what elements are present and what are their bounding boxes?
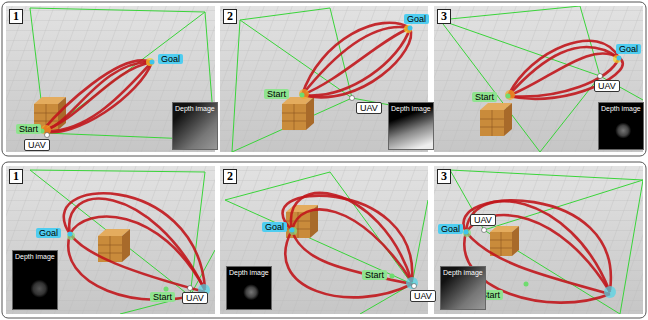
goal-label: Goal [265,222,284,232]
depth-image-label: Depth image [229,268,269,277]
goal-label: Goal [39,228,58,238]
callout-number: 1 [9,169,23,184]
depth-image-label: Depth image [443,268,483,277]
depth-image-inset: Depth image [388,102,434,150]
depth-image-inset: Depth image [12,250,58,310]
render-panel [220,166,428,314]
goal-tag: Goal [616,44,641,54]
uav-label: UAV [360,103,378,113]
goal-tag: Goal [36,228,61,238]
start-label: Start [19,124,38,134]
uav-label: UAV [474,215,492,225]
uav-label: UAV [598,81,616,91]
subfigure-number: 2 [227,170,233,183]
subfigure-number: 2 [227,10,233,23]
uav-tag: UAV [410,290,436,302]
depth-image-inset: Depth image [226,266,272,310]
uav-tag: UAV [594,80,620,92]
render-panel [6,166,215,314]
render-panel [434,166,643,314]
goal-tag: Goal [158,54,183,64]
start-tag: Start [472,92,497,102]
uav-tag: UAV [24,139,50,151]
depth-image-label: Depth image [175,104,215,113]
start-tag: Start [264,89,289,99]
start-label: Start [153,292,172,302]
uav-label: UAV [414,291,432,301]
callout-number: 3 [437,9,451,24]
uav-label: UAV [186,293,204,303]
uav-label: UAV [28,140,46,150]
depth-image-inset: Depth image [440,266,486,310]
goal-tag: Goal [404,14,429,24]
subfigure-number: 3 [441,170,447,183]
callout-number: 3 [437,169,451,184]
callout-number: 1 [9,9,23,24]
start-tag: Start [150,292,175,302]
start-tag: Start [362,270,387,280]
depth-image-label: Depth image [15,252,55,261]
start-label: Start [475,92,494,102]
depth-image-label: Depth image [391,104,431,113]
uav-tag: UAV [470,214,496,226]
group-frame [2,2,646,156]
depth-image-label: Depth image [601,104,641,113]
uav-tag: UAV [356,102,382,114]
subfigure-number: 3 [441,10,447,23]
goal-tag: Goal [438,224,463,234]
depth-image-inset: Depth image [172,102,218,150]
goal-tag: Goal [262,222,287,232]
callout-number: 2 [223,169,237,184]
uav-tag: UAV [182,292,208,304]
callout-number: 2 [223,9,237,24]
goal-label: Goal [407,14,426,24]
depth-image-inset: Depth image [598,102,644,150]
subfigure-number: 1 [13,170,19,183]
goal-label: Goal [619,44,638,54]
start-label: Start [365,270,384,280]
goal-label: Goal [161,54,180,64]
subfigure-number: 1 [13,10,19,23]
render-panel [434,6,643,152]
start-label: Start [267,89,286,99]
group-frame [2,162,646,318]
goal-label: Goal [441,224,460,234]
start-tag: Start [16,124,41,134]
